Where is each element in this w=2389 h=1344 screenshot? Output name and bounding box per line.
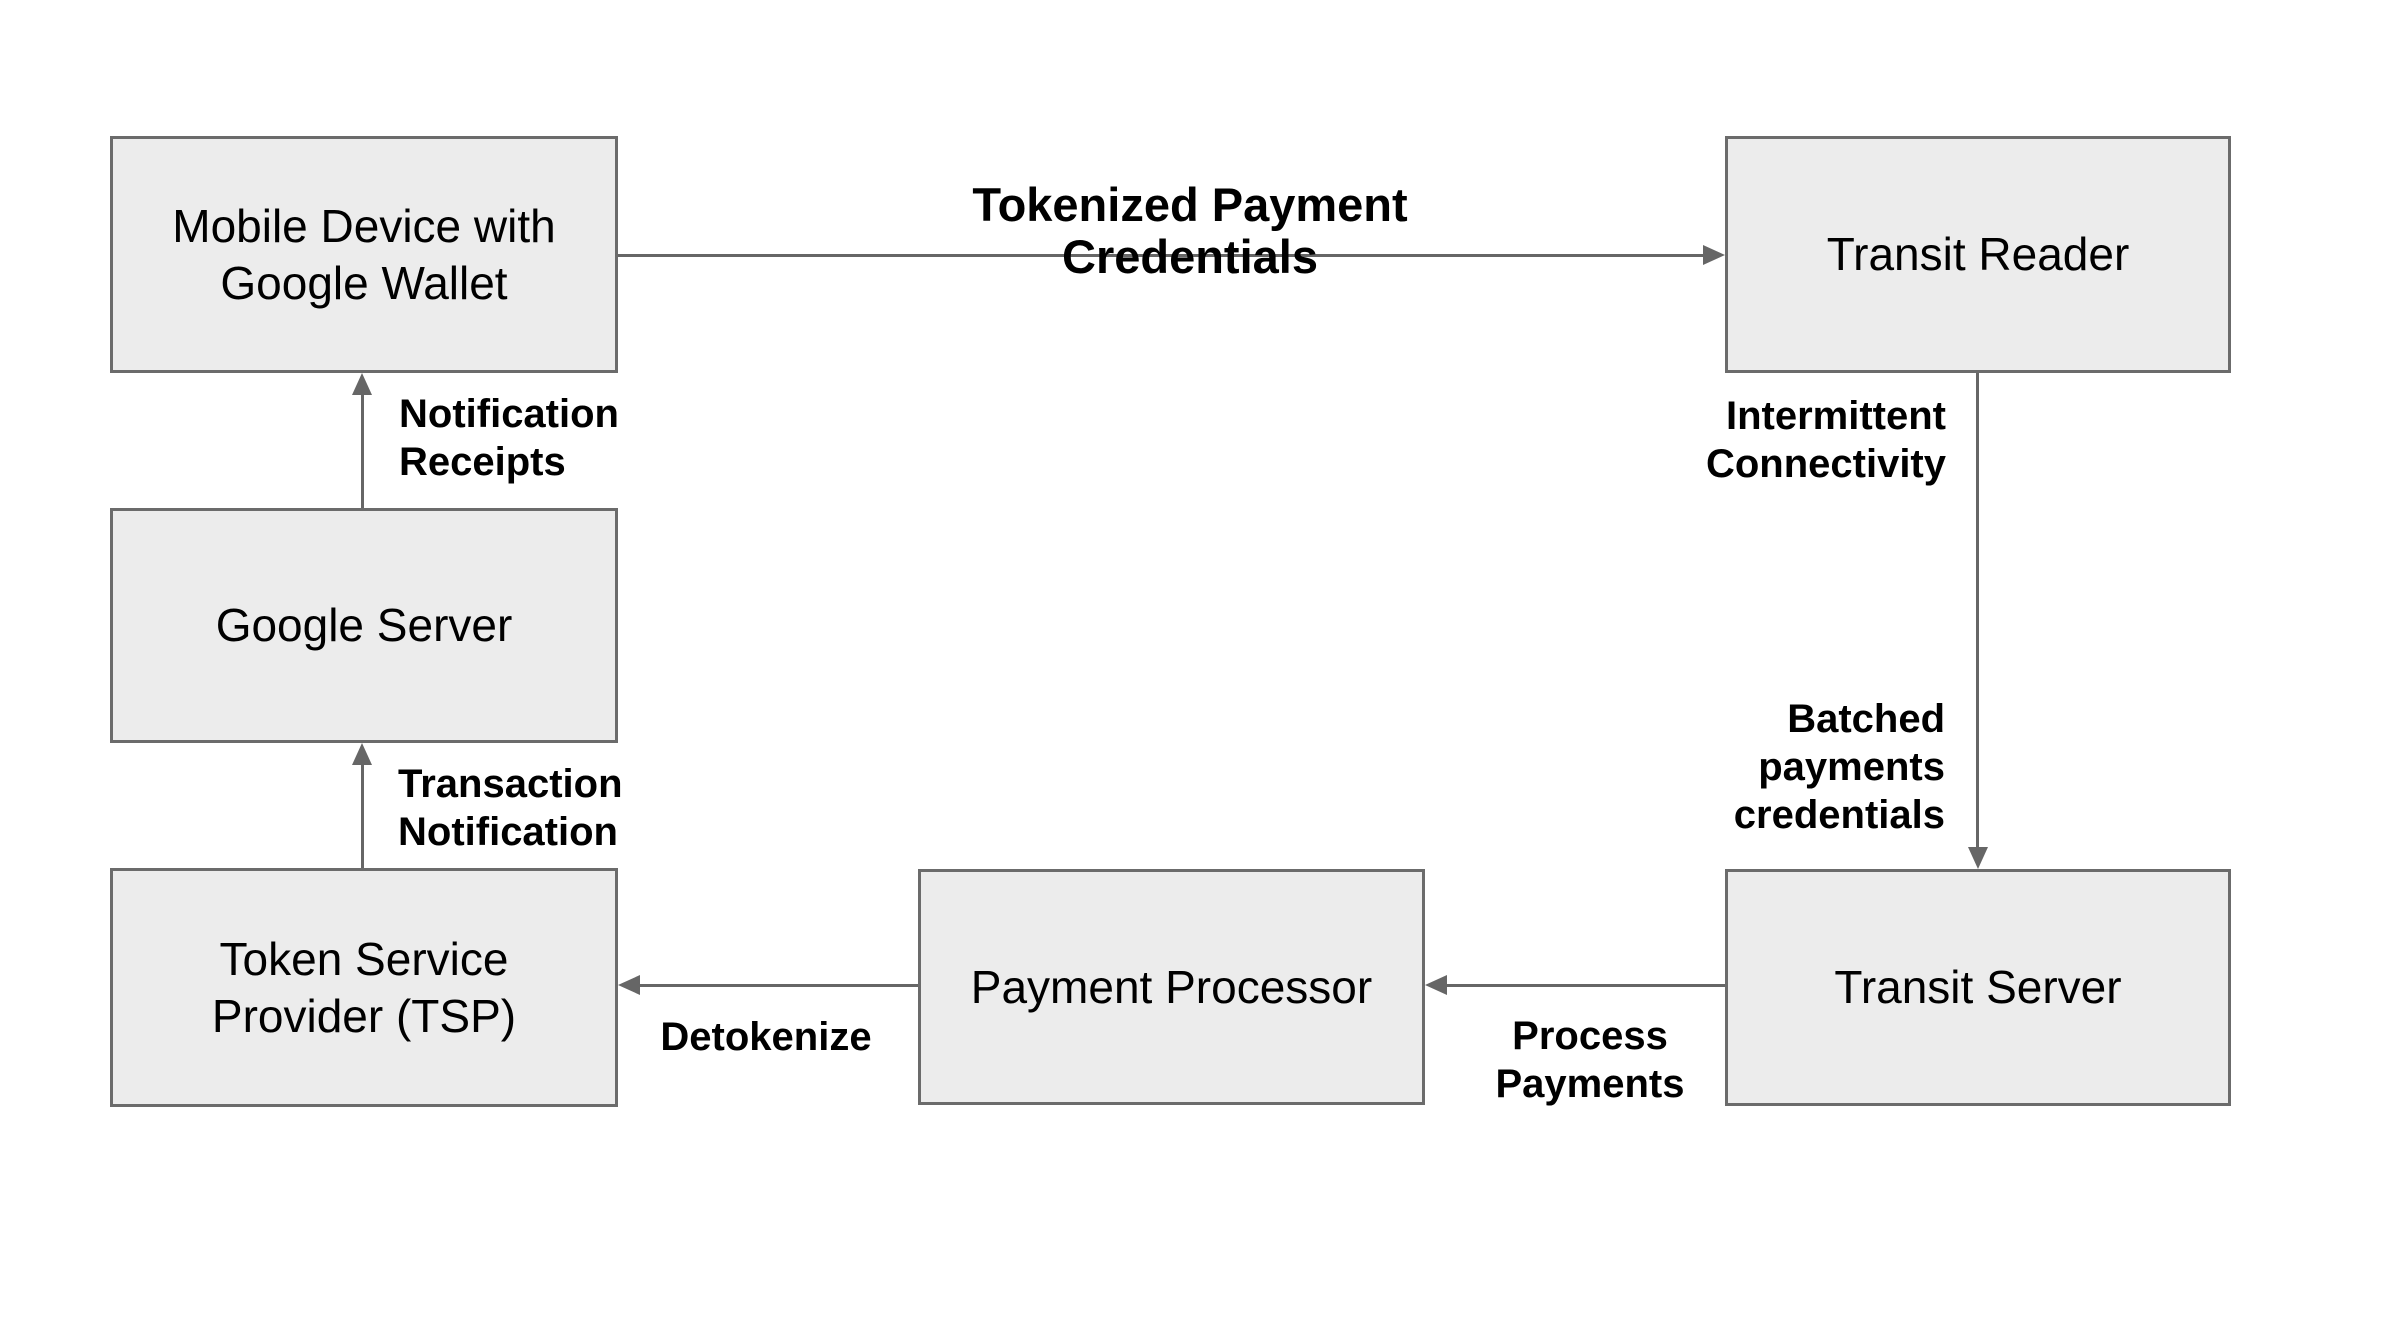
node-transit-server: Transit Server xyxy=(1725,869,2231,1106)
edge-tokenized-line xyxy=(618,254,1703,257)
node-transit-reader: Transit Reader xyxy=(1725,136,2231,373)
node-label: Transit Reader xyxy=(1826,228,2130,280)
edge-label-transaction-notification: Transaction Notification xyxy=(398,762,623,854)
node-label: Payment Processor xyxy=(970,960,1373,1013)
node-token-service-provider: Token Service Provider (TSP) xyxy=(110,868,618,1107)
edge-tsp-to-google-line xyxy=(361,765,364,868)
edge-reader-to-server-line xyxy=(1976,373,1979,847)
node-label: Token Service Provider (TSP) xyxy=(211,932,517,1042)
node-mobile-device-google-wallet: Mobile Device with Google Wallet xyxy=(110,136,618,373)
arrowhead-right-icon xyxy=(1703,245,1725,265)
edge-label-detokenize: Detokenize xyxy=(660,1015,872,1059)
arrowhead-down-icon xyxy=(1968,847,1988,869)
node-google-server: Google Server xyxy=(110,508,618,743)
node-label: Mobile Device with Google Wallet xyxy=(172,199,556,309)
arrowhead-up-icon xyxy=(352,373,372,395)
edge-google-to-mobile-line xyxy=(361,395,364,508)
arrowhead-left-icon xyxy=(618,975,640,995)
edge-processor-to-tsp-line xyxy=(640,984,918,987)
node-label: Google Server xyxy=(215,599,513,651)
edge-label-intermittent-connectivity: Intermittent Connectivity xyxy=(1705,394,1946,486)
edge-server-to-processor-line xyxy=(1447,984,1725,987)
arrowhead-left-icon xyxy=(1425,975,1447,995)
edge-label-process-payments: Process Payments xyxy=(1495,1014,1685,1106)
edge-label-tokenized-payment-credentials: Tokenized Payment Credentials xyxy=(972,178,1408,283)
node-label: Transit Server xyxy=(1834,961,2122,1013)
arrowhead-up-icon xyxy=(352,743,372,765)
edge-label-notification-receipts: Notification Receipts xyxy=(399,392,619,484)
edge-label-batched-payments-credentials: Batched payments credentials xyxy=(1733,697,1945,837)
node-payment-processor: Payment Processor xyxy=(918,869,1425,1105)
